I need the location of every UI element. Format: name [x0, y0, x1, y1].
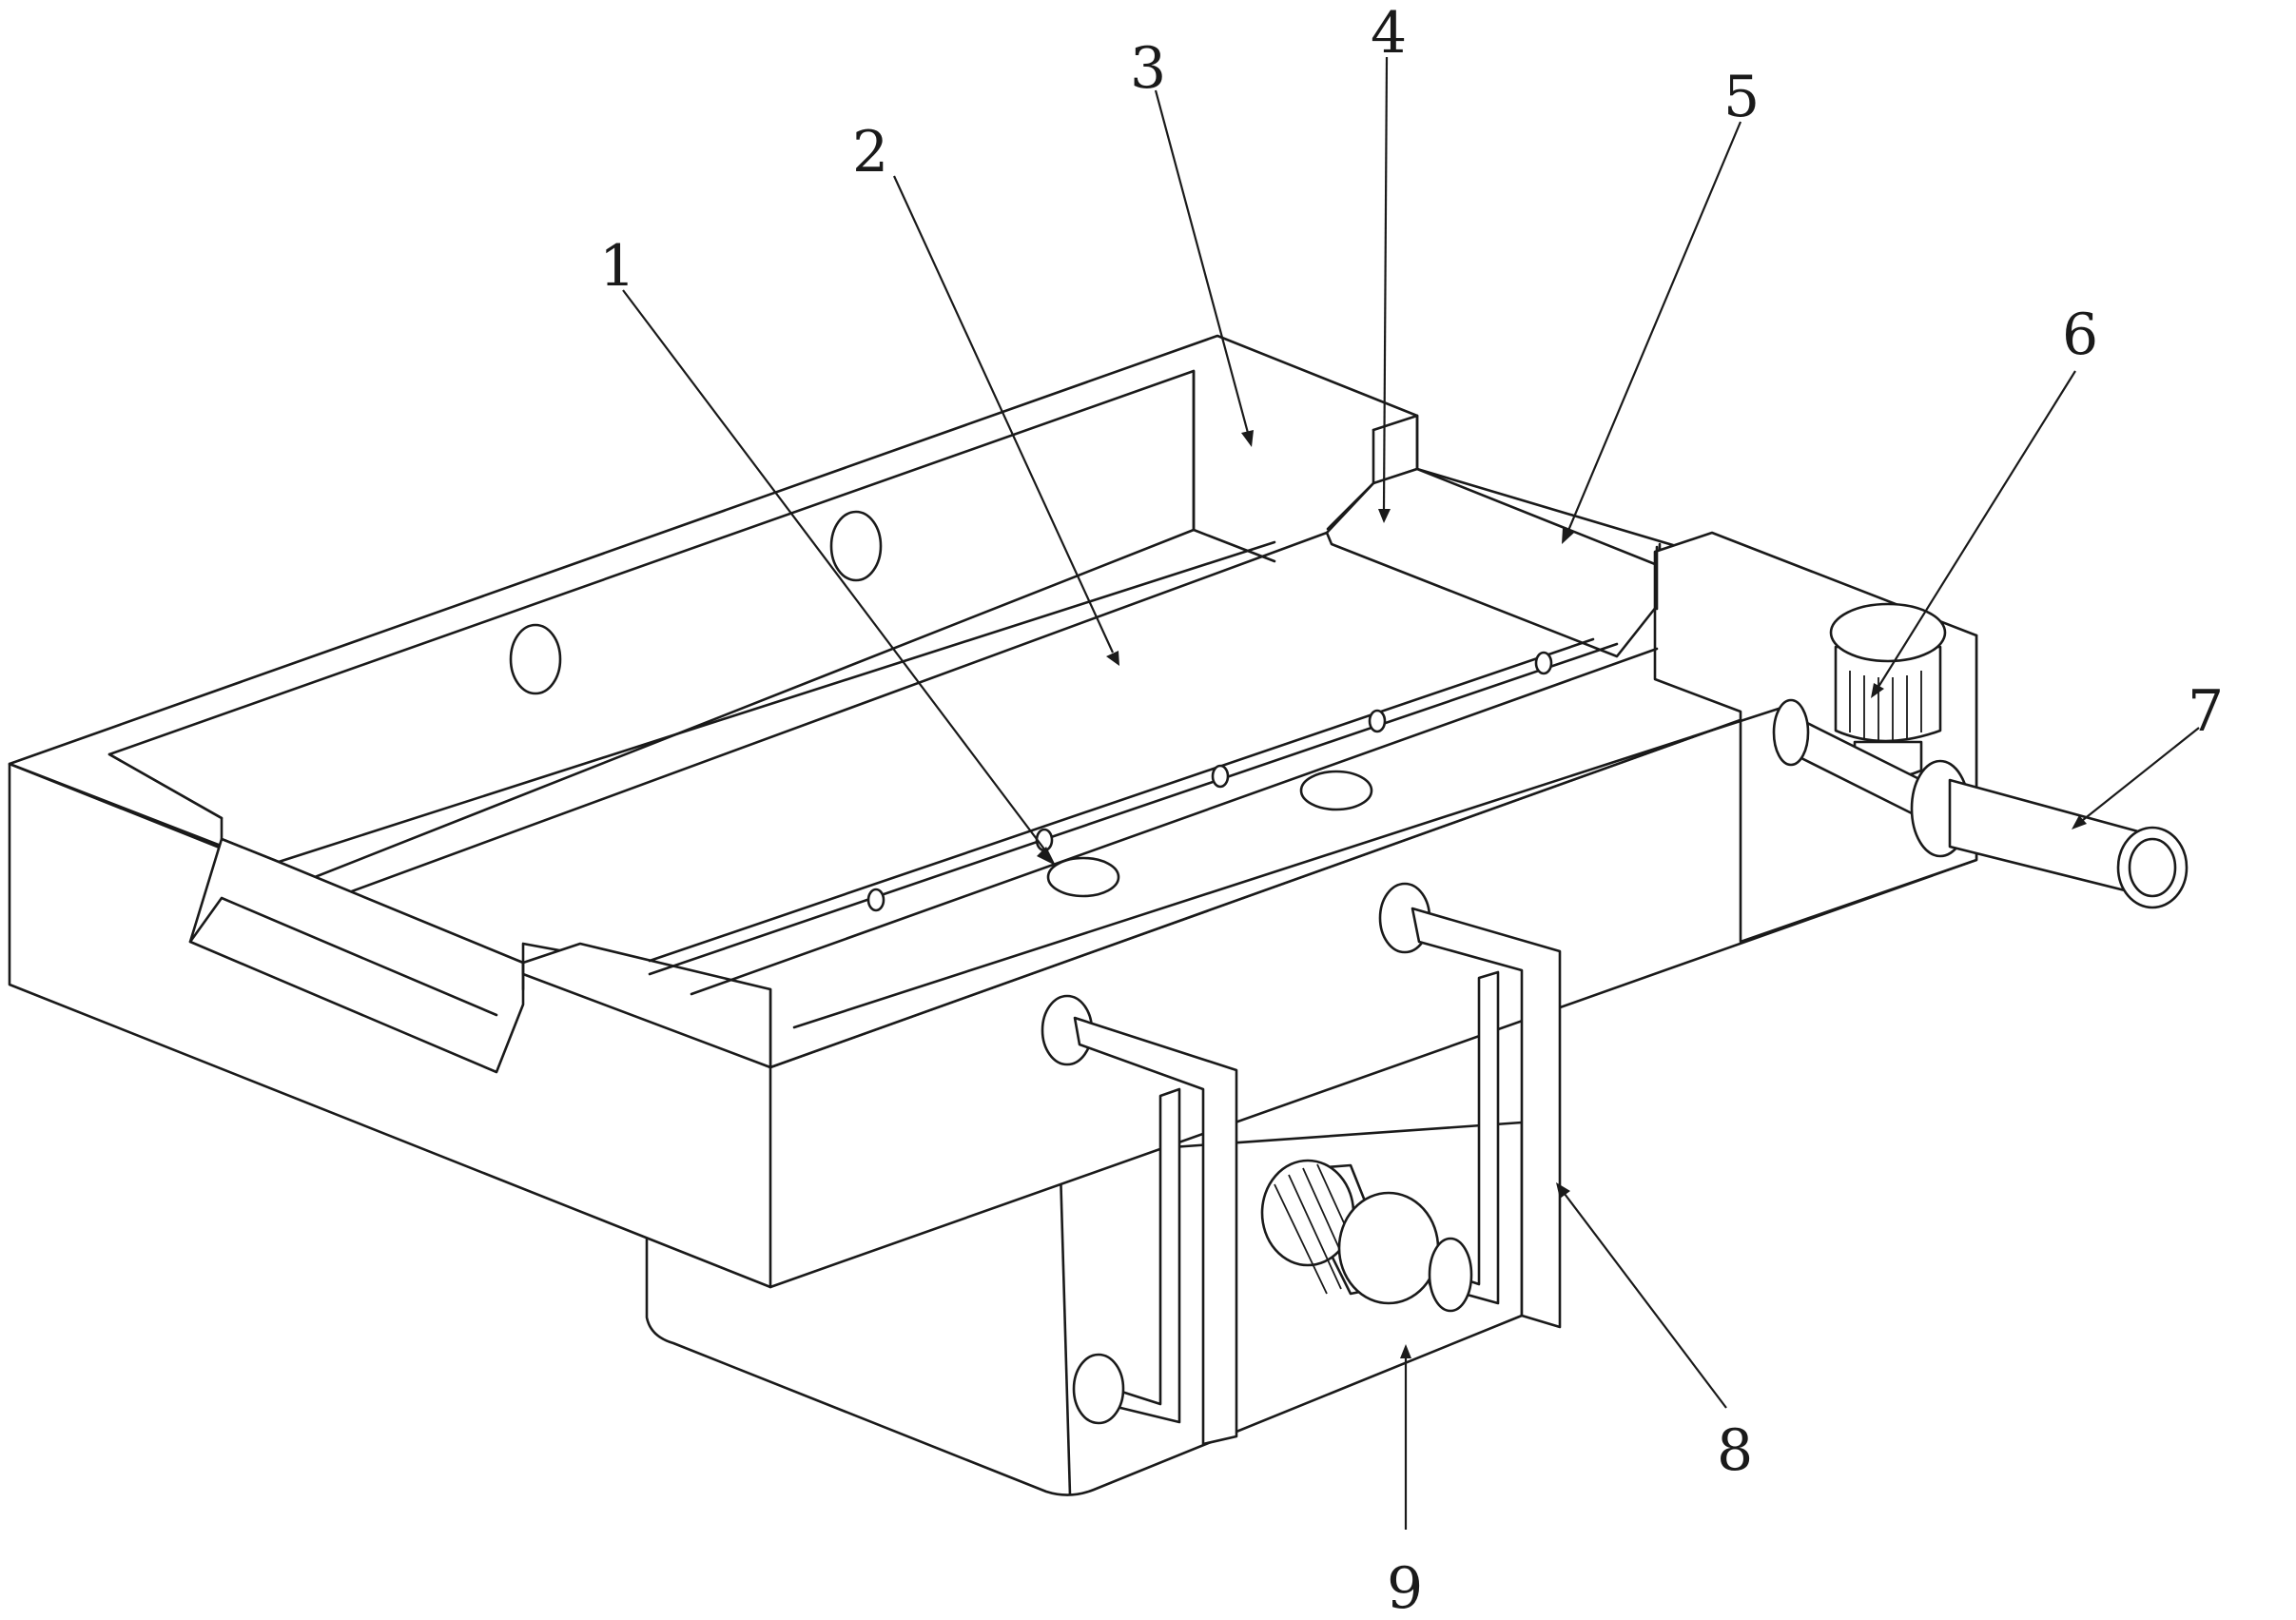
handles: [1041, 882, 1562, 1446]
label-1: 1: [599, 233, 635, 300]
label-2: 2: [852, 119, 888, 185]
label-3: 3: [1130, 35, 1166, 102]
label-5: 5: [1723, 64, 1760, 130]
pump-motor: [1772, 602, 2189, 909]
label-4: 4: [1371, 0, 1407, 67]
label-9: 9: [1387, 1555, 1423, 1620]
label-8: 8: [1717, 1417, 1753, 1484]
label-group: 1 2 3 4 5 6 7 8 9: [599, 0, 2224, 1620]
holes: [509, 510, 1373, 898]
slot-rollers: [866, 651, 1553, 912]
label-6: 6: [2062, 302, 2098, 368]
lower-motor: [1260, 1159, 1473, 1313]
tray-body: [8, 334, 1978, 1289]
leaders: [622, 56, 2200, 1530]
label-7: 7: [2188, 678, 2224, 745]
